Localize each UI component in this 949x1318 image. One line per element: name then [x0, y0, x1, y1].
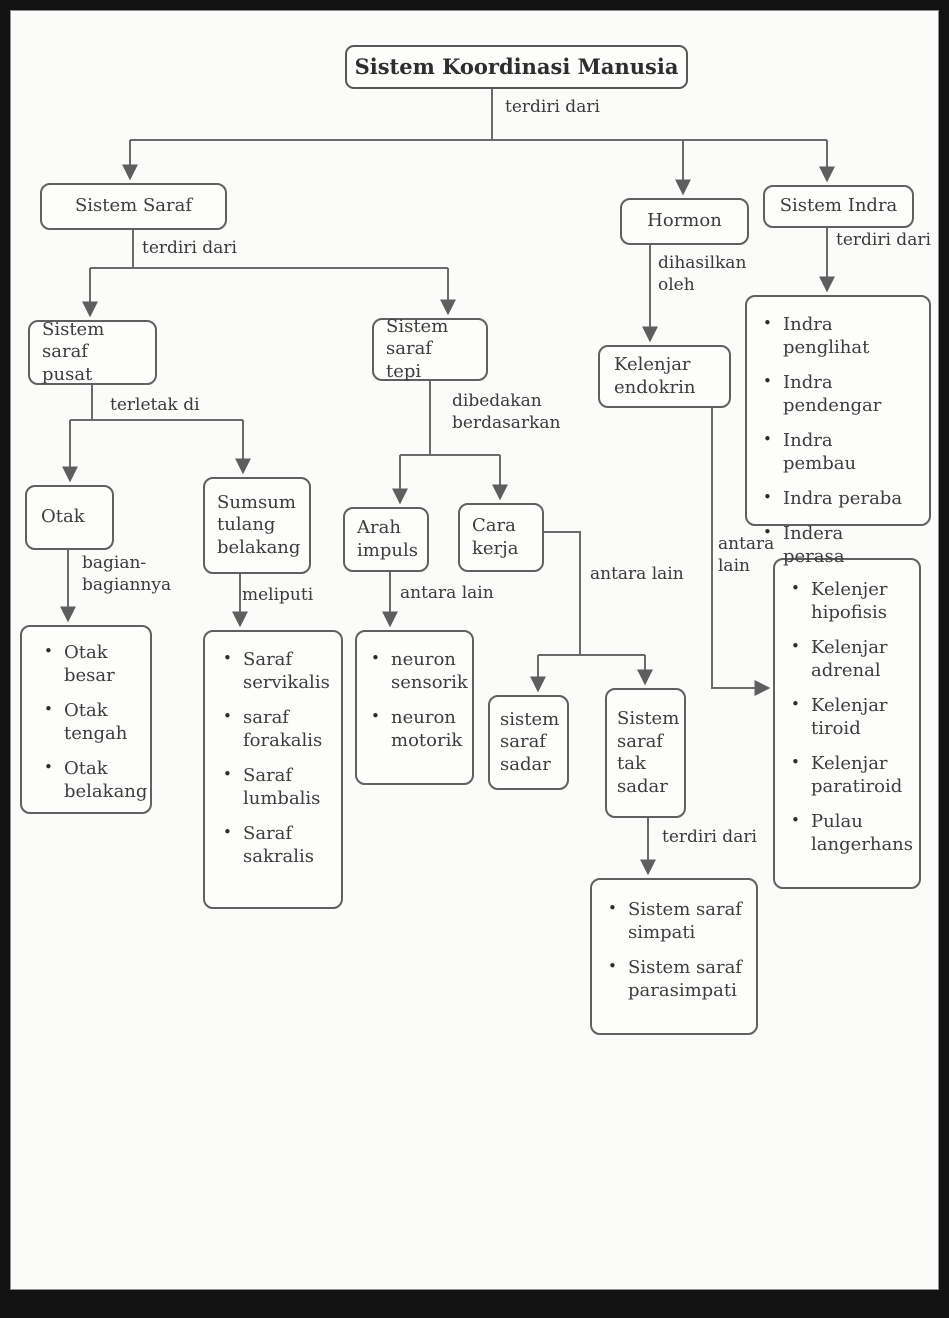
- bullet-icon: •: [608, 899, 617, 917]
- list-item: • Otak belakang: [44, 757, 147, 803]
- list-indra-parts: • Indra penglihat • Indra pendengar • Indra…: [745, 295, 931, 567]
- list-item-label: Indra peraba: [783, 488, 903, 510]
- list-item: • Saraf sakralis: [223, 822, 331, 868]
- node-sistem-saraf-sadar: sistem saraf sadar: [488, 695, 569, 790]
- list-item: • Kelenjar tiroid: [791, 694, 911, 740]
- bullet-icon: •: [791, 695, 800, 714]
- list-tak-sadar-parts: • Sistem saraf simpati • Sistem saraf para…: [590, 878, 758, 1035]
- edge-label-antara-lain-kerja: antara lain: [590, 564, 684, 584]
- edge-label-meliputi: meliputi: [242, 585, 314, 605]
- list-item-label: Sistem saraf parasimpati: [628, 957, 742, 1002]
- list-item-label: Kelenjar adrenal: [811, 637, 888, 682]
- list-item-label: Kelenjer hipofisis: [811, 579, 888, 624]
- list-item-label: Indera perasa: [783, 523, 845, 568]
- bullet-icon: •: [763, 488, 772, 507]
- node-title: Sistem Koordinasi Manusia: [345, 45, 688, 89]
- bullet-icon: •: [371, 707, 380, 726]
- bullet-icon: •: [223, 823, 232, 842]
- bullet-icon: •: [763, 430, 772, 449]
- list-item: • Saraf lumbalis: [223, 764, 331, 810]
- edge-label-bagian-bagiannya: bagian-bagiannya: [82, 553, 172, 596]
- node-cara-kerja: Cara kerja: [458, 503, 544, 572]
- edge-label-tak-sadar-terdiri-dari: terdiri dari: [662, 827, 757, 847]
- bullet-icon: •: [223, 649, 232, 667]
- node-otak: Otak: [25, 485, 114, 550]
- list-item-label: Otak besar: [64, 642, 115, 687]
- list-item-label: Indra pembau: [783, 430, 857, 475]
- bullet-icon: •: [763, 372, 772, 391]
- bullet-icon: •: [44, 642, 53, 660]
- list-item-label: Saraf lumbalis: [243, 765, 321, 810]
- list-item: • neuron motorik: [371, 706, 464, 752]
- node-sistem-saraf-tak-sadar: Sistem saraf tak sadar: [605, 688, 686, 818]
- bullet-icon: •: [44, 700, 53, 719]
- list-item-label: Saraf servikalis: [243, 649, 330, 694]
- list-neuron-types: • neuron sensorik • neuron motorik: [355, 630, 474, 785]
- edge-label-dihasilkan-oleh: dihasilkan oleh: [658, 253, 747, 296]
- node-hormon: Hormon: [620, 198, 749, 245]
- bullet-icon: •: [223, 765, 232, 784]
- list-item: • Sistem saraf parasimpati: [608, 956, 746, 1002]
- list-item-label: Kelenjar tiroid: [811, 695, 888, 740]
- bullet-icon: •: [608, 957, 617, 976]
- list-item: • Kelenjar paratiroid: [791, 752, 911, 798]
- list-item: • Pulau langerhans: [791, 810, 914, 856]
- list-item: • Indra peraba: [763, 487, 909, 510]
- bullet-icon: •: [223, 707, 232, 726]
- bullet-icon: •: [791, 811, 800, 830]
- list-item-label: Pulau langerhans: [811, 811, 914, 856]
- list-item-label: Otak tengah: [64, 700, 128, 745]
- node-sistem-indra: Sistem Indra: [763, 185, 914, 228]
- node-sistem-saraf: Sistem Saraf: [40, 183, 227, 230]
- list-item-label: neuron sensorik: [391, 649, 468, 694]
- node-sistem-saraf-tepi: Sistem saraf tepi: [372, 316, 488, 382]
- list-item-label: Indra pendengar: [783, 372, 882, 417]
- list-item: • Otak tengah: [44, 699, 134, 745]
- node-sistem-saraf-pusat: Sistem saraf pusat: [28, 319, 157, 385]
- edge-label-indra-terdiri-dari: terdiri dari: [836, 230, 931, 250]
- edge-label-root-terdiri-dari: terdiri dari: [505, 97, 600, 117]
- list-item: • neuron sensorik: [371, 648, 468, 694]
- edge-label-terletak-di: terletak di: [110, 395, 200, 415]
- list-item: • saraf forakalis: [223, 706, 331, 752]
- list-item-label: Sistem saraf simpati: [628, 899, 742, 944]
- node-arah-impuls: Arah impuls: [343, 507, 429, 572]
- list-item: • Indra pembau: [763, 429, 909, 475]
- list-item-label: Indra penglihat: [783, 314, 870, 359]
- list-item: • Sistem saraf simpati: [608, 898, 746, 944]
- edge-label-antara-lain-endokrin: antara lain: [718, 534, 775, 577]
- list-item: • Otak besar: [44, 641, 134, 687]
- bullet-icon: •: [791, 753, 800, 772]
- list-item: • Kelenjar adrenal: [791, 636, 911, 682]
- list-item-label: Otak belakang: [64, 758, 148, 803]
- bullet-icon: •: [791, 579, 800, 597]
- node-sumsum-tulang-belakang: Sumsum tulang belakang: [203, 477, 311, 574]
- edge-label-dibedakan-berdasarkan: dibedakan berdasarkan: [452, 391, 561, 434]
- list-item: • Indra pendengar: [763, 371, 909, 417]
- bullet-icon: •: [791, 637, 800, 656]
- list-item: • Indra penglihat: [763, 313, 909, 359]
- list-item: • Indera perasa: [763, 522, 909, 568]
- list-sumsum-parts: • Saraf servikalis • saraf forakalis • Sara…: [203, 630, 343, 909]
- edge-label-antara-lain-impuls: antara lain: [400, 583, 494, 603]
- list-item-label: saraf forakalis: [243, 707, 323, 752]
- bullet-icon: •: [371, 649, 380, 667]
- list-item: • Kelenjer hipofisis: [791, 578, 911, 624]
- list-endokrin-parts: • Kelenjer hipofisis • Kelenjar adrenal • K…: [773, 558, 921, 889]
- list-item-label: Saraf sakralis: [243, 823, 314, 868]
- list-item-label: neuron motorik: [391, 707, 463, 752]
- list-item: • Saraf servikalis: [223, 648, 331, 694]
- node-kelenjar-endokrin: Kelenjar endokrin: [598, 345, 731, 408]
- bullet-icon: •: [763, 314, 772, 332]
- list-item-label: Kelenjar paratiroid: [811, 753, 903, 798]
- bullet-icon: •: [44, 758, 53, 777]
- list-otak-parts: • Otak besar • Otak tengah • Otak belakang: [20, 625, 152, 814]
- bullet-icon: •: [763, 523, 772, 542]
- edge-label-saraf-terdiri-dari: terdiri dari: [142, 238, 237, 258]
